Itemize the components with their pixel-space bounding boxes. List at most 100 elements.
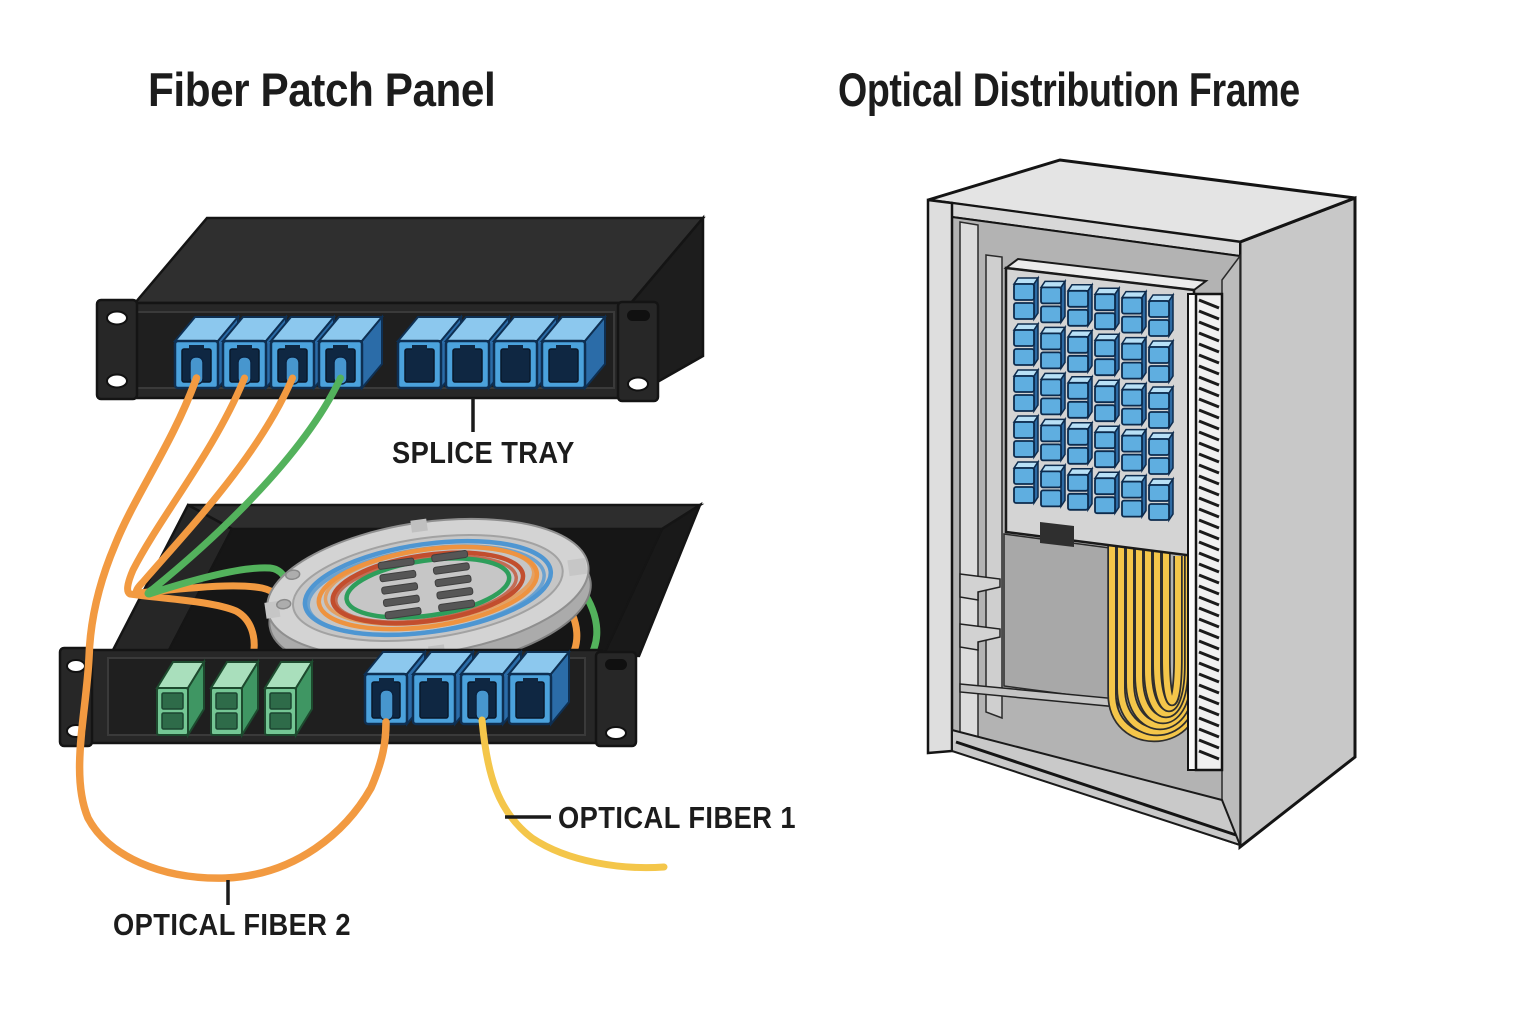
splice-slot — [434, 574, 472, 588]
duct-finger — [1198, 551, 1220, 563]
splice-slot — [377, 557, 415, 570]
duplex-adapter-blue — [1148, 300, 1170, 318]
fiber-stub — [475, 689, 490, 721]
ear-hole — [106, 310, 128, 326]
adapter-key-notch — [379, 678, 394, 685]
duct-finger — [1198, 342, 1220, 354]
duct-finger — [1198, 540, 1220, 552]
duplex-adapter-blue — [1148, 346, 1170, 364]
duct-finger — [1198, 320, 1220, 332]
duplex-adapter-blue — [1013, 302, 1035, 320]
label-optical-fiber-1: OPTICAL FIBER 1 — [558, 800, 797, 835]
duplex-adapter-blue — [1067, 427, 1089, 446]
splice-slot — [382, 594, 420, 607]
duplex-adapter-blue — [1067, 446, 1089, 465]
duplex-adapter-blue — [1040, 424, 1062, 443]
duct-finger — [1198, 727, 1220, 739]
duplex-adapter-blue — [1013, 394, 1035, 412]
adapter-key-notch — [475, 678, 490, 685]
duplex-adapter-blue — [1040, 378, 1062, 397]
duplex-adapter-blue — [1148, 457, 1170, 475]
adapter-key-notch — [523, 678, 538, 685]
adapter-key-notch — [189, 345, 204, 352]
optical-fiber-orange — [124, 374, 258, 661]
duplex-adapter-blue — [1040, 332, 1062, 351]
splice-holders — [377, 550, 476, 620]
ear-hole — [66, 659, 86, 673]
duct-finger — [1198, 595, 1220, 607]
duct-finger — [1198, 584, 1220, 596]
duct-finger — [1198, 518, 1220, 530]
duct-finger — [1198, 485, 1220, 497]
adapter-key-notch — [556, 345, 571, 352]
adapter-port — [419, 681, 449, 719]
duct-finger — [1198, 738, 1220, 750]
interior-left-wall — [985, 254, 1003, 720]
adapter-key-notch — [333, 345, 348, 352]
fiber-coils — [302, 538, 554, 638]
duct-finger — [1198, 628, 1220, 640]
splice-slot — [431, 550, 469, 563]
duct-finger — [1198, 364, 1220, 376]
splice-slot — [432, 562, 470, 575]
adapter-key-notch — [427, 678, 442, 685]
shelf-bracket — [959, 573, 1001, 601]
splice-slot — [381, 582, 419, 595]
duplex-adapter-blue — [1148, 392, 1170, 410]
mounting-ear-left — [95, 298, 139, 401]
patch-panel-splice-unit-front — [58, 646, 638, 748]
duplex-adapter-blue — [1067, 492, 1089, 511]
duct-finger — [1198, 408, 1220, 420]
splice-slot — [379, 569, 417, 583]
duct-finger — [1198, 683, 1220, 695]
duct-finger — [1198, 650, 1220, 662]
duct-finger — [1198, 419, 1220, 431]
duplex-adapter-blue — [1121, 315, 1143, 334]
adapter-port — [404, 348, 435, 383]
duplex-adapter-blue — [1148, 503, 1170, 521]
duplex-adapter-blue — [1040, 489, 1062, 508]
rim-notch — [567, 557, 588, 577]
duct-finger — [1198, 452, 1220, 464]
duct-finger — [1198, 694, 1220, 706]
adapter-port — [269, 692, 292, 710]
fiber-stub — [379, 689, 394, 721]
cabinet-right-face — [1238, 195, 1357, 851]
adapter-port — [500, 348, 531, 383]
duplex-adapter-blue — [1013, 283, 1035, 301]
duct-finger — [1198, 562, 1220, 574]
patch-panel-top-unit — [95, 214, 706, 403]
duct-finger — [1198, 496, 1220, 508]
duct-finger — [1198, 474, 1220, 486]
ear-hole — [627, 376, 649, 392]
duplex-adapter-blue — [1040, 397, 1062, 416]
duplex-adapter-blue — [1067, 381, 1089, 400]
duct-finger — [1198, 353, 1220, 365]
diagram-title-right: Optical Distribution Frame — [838, 63, 1300, 116]
duplex-adapter-blue — [1094, 450, 1116, 469]
duct-finger — [1198, 507, 1220, 519]
duct-finger — [1198, 661, 1220, 673]
duplex-adapter-blue — [1013, 467, 1035, 485]
duct-finger — [1198, 386, 1220, 398]
ear-slot — [627, 310, 650, 321]
duplex-adapter-blue — [1094, 385, 1116, 404]
cabinet-left-stile — [926, 198, 954, 755]
duct-finger — [1198, 672, 1220, 684]
duplex-adapter-blue — [1121, 296, 1143, 315]
duplex-adapter-blue — [1067, 354, 1089, 373]
duplex-adapter-blue — [1067, 308, 1089, 327]
duplex-adapter-blue — [1148, 438, 1170, 456]
duct-finger — [1198, 749, 1220, 761]
tray-screw-hole — [276, 598, 292, 610]
duplex-adapter-blue — [1094, 477, 1116, 496]
adapter-port — [161, 712, 184, 730]
duplex-adapter-blue — [1040, 305, 1062, 324]
adapter-port — [269, 712, 292, 730]
duplex-adapter-blue — [1040, 351, 1062, 370]
adapter-port — [548, 348, 579, 383]
ear-hole — [605, 726, 627, 740]
shelf-bracket — [959, 623, 1001, 651]
ear-plate — [616, 300, 660, 403]
